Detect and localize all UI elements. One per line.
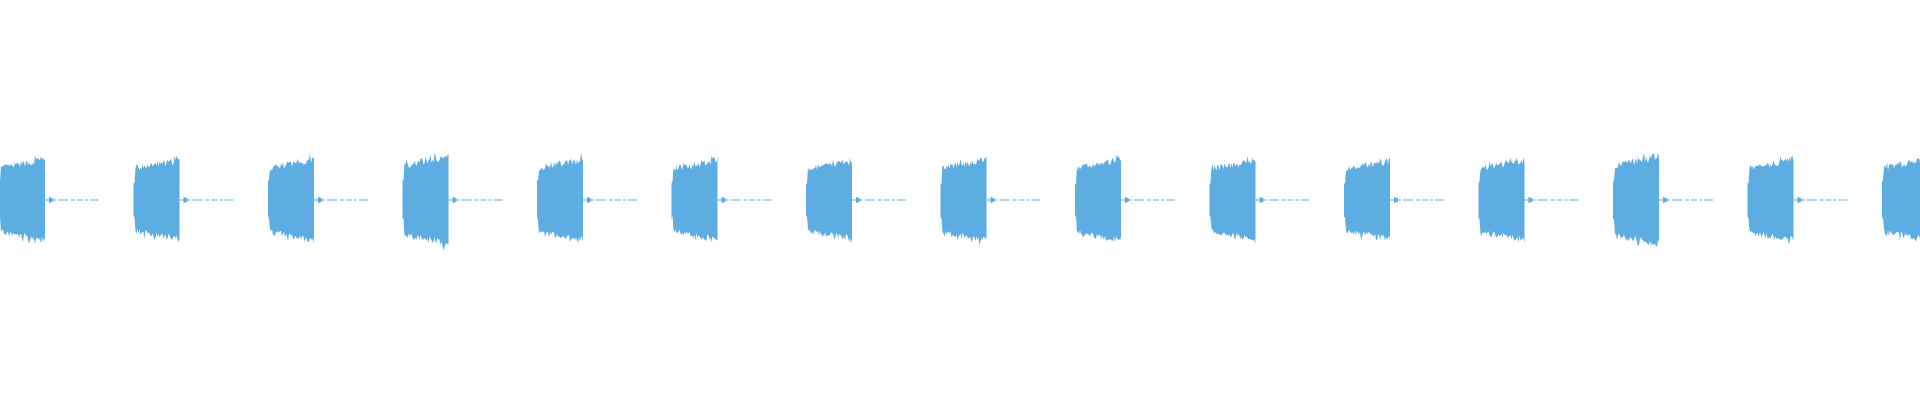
waveform-blip <box>721 196 726 204</box>
waveform-burst <box>1747 155 1848 244</box>
waveform-burst-body <box>1478 157 1525 243</box>
waveform-burst <box>671 155 772 243</box>
waveform-burst-body <box>1344 157 1390 242</box>
waveform-burst <box>940 155 1041 246</box>
waveform-burst <box>537 152 637 243</box>
waveform-burst-body <box>1882 157 1920 242</box>
waveform-burst <box>1478 157 1579 243</box>
waveform-burst <box>402 153 503 251</box>
waveform-burst-body <box>0 155 45 245</box>
waveform-blip <box>49 196 53 204</box>
waveform-burst-body <box>268 153 314 245</box>
waveform-burst-body <box>806 158 852 244</box>
waveform-burst <box>1882 157 1920 242</box>
waveform-burst-body <box>537 152 583 243</box>
waveform-burst-body <box>940 155 987 246</box>
waveform-burst <box>268 153 368 245</box>
waveform-blip <box>587 196 591 204</box>
waveform-burst <box>1209 155 1310 245</box>
waveform-burst <box>133 155 234 243</box>
waveform-burst <box>1075 154 1175 243</box>
waveform-blip <box>990 196 995 204</box>
waveform-blip <box>452 196 457 204</box>
waveform-blip <box>1125 196 1129 204</box>
waveform-burst <box>1613 152 1713 247</box>
waveform-burst-body <box>402 153 449 251</box>
waveform-blip <box>856 196 860 204</box>
waveform-burst-body <box>1613 152 1659 247</box>
waveform-blip <box>1663 196 1667 204</box>
waveform-burst-body <box>671 155 718 243</box>
waveform-blip <box>318 196 322 204</box>
waveform-burst <box>1344 157 1444 242</box>
waveform-blip <box>1259 196 1264 204</box>
waveform-burst <box>806 158 906 244</box>
waveform-blip <box>183 196 188 204</box>
waveform-blip <box>1797 196 1802 204</box>
waveform-burst-body <box>1747 155 1794 244</box>
waveform-burst-body <box>1209 155 1256 245</box>
waveform-blip <box>1528 196 1533 204</box>
waveform-burst-body <box>133 155 180 243</box>
waveform-bursts <box>0 152 1920 251</box>
waveform-blip <box>1394 196 1398 204</box>
waveform-burst <box>0 155 99 245</box>
waveform-burst-body <box>1075 154 1121 243</box>
